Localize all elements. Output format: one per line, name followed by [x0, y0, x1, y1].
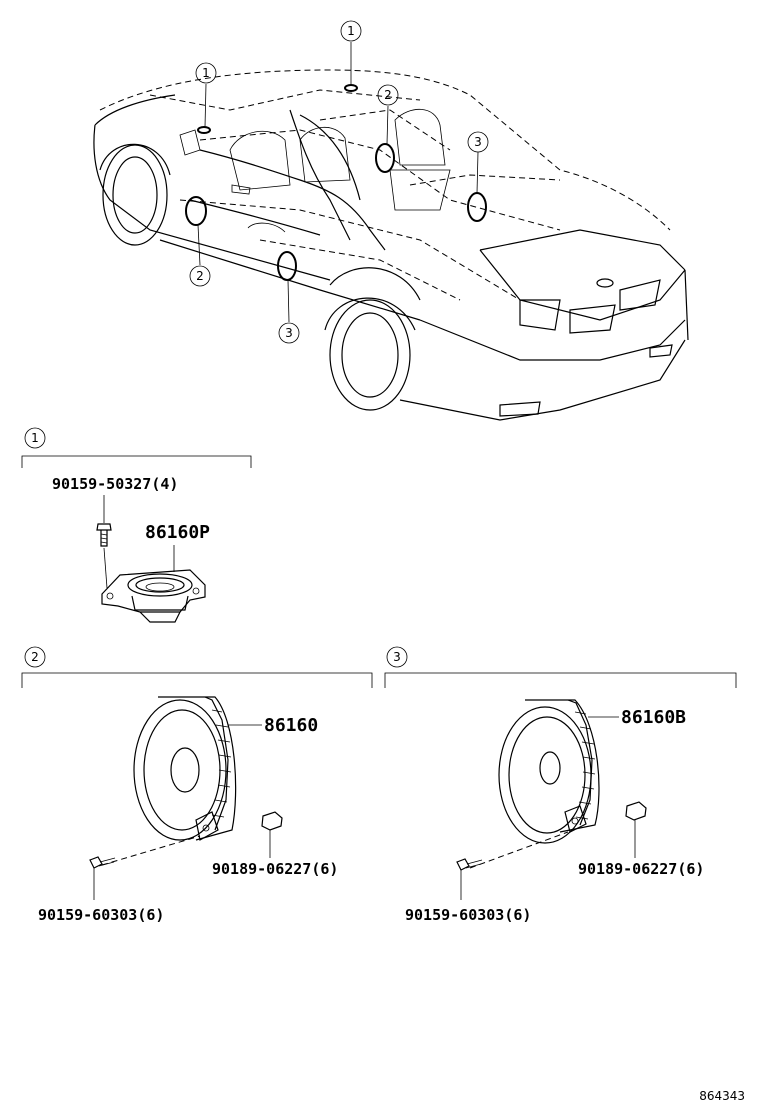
- clip-nut-icon: [625, 801, 647, 858]
- rear-speaker-icon: [498, 699, 600, 844]
- screw-icon: [456, 858, 483, 900]
- svg-text:1: 1: [347, 24, 355, 38]
- callout-2-front-door-right: 2: [377, 84, 399, 106]
- bolt-icon: [96, 523, 112, 547]
- front-speaker-icon: [133, 696, 237, 841]
- diagram-id: 864343: [699, 1089, 745, 1103]
- tweeter-speaker-icon: [101, 569, 206, 623]
- section-1: 1 90159-50327(4) 86160P: [21, 427, 252, 623]
- callout-2-front-door-left: 2: [189, 265, 211, 287]
- callout-1-rear-dash: 1: [340, 20, 362, 42]
- car-illustration: 1 1 2 2 3 3: [93, 20, 689, 421]
- section-3: 3 86160B 90189-06227(6) 90159-60303(6): [384, 646, 737, 924]
- svg-text:2: 2: [384, 88, 392, 102]
- rear-screw-part-number: 90159-60303(6): [405, 906, 531, 924]
- screw-icon: [89, 856, 116, 900]
- front-screw-part-number: 90159-60303(6): [38, 906, 164, 924]
- section-3-marker: 3: [393, 650, 401, 664]
- clip-nut-icon: [261, 811, 283, 858]
- bolt-part-number: 90159-50327(4): [52, 475, 178, 493]
- callout-1-front-dash: 1: [195, 62, 217, 84]
- svg-text:2: 2: [196, 269, 204, 283]
- svg-text:3: 3: [285, 326, 293, 340]
- tweeter-part-number: 86160P: [145, 522, 210, 543]
- rear-clip-nut-part-number: 90189-06227(6): [578, 860, 704, 878]
- section-2: 2 86160 90189-06227(6) 90159-60303(6): [21, 646, 373, 924]
- section-2-marker: 2: [31, 650, 39, 664]
- front-speaker-part-number: 86160: [264, 715, 318, 736]
- callout-3-rear-door-right: 3: [467, 131, 489, 153]
- section-1-marker: 1: [31, 431, 39, 445]
- front-clip-nut-part-number: 90189-06227(6): [212, 860, 338, 878]
- callout-3-rear-door-left: 3: [278, 322, 300, 344]
- svg-text:3: 3: [474, 135, 482, 149]
- rear-speaker-part-number: 86160B: [621, 707, 686, 728]
- svg-text:1: 1: [202, 66, 210, 80]
